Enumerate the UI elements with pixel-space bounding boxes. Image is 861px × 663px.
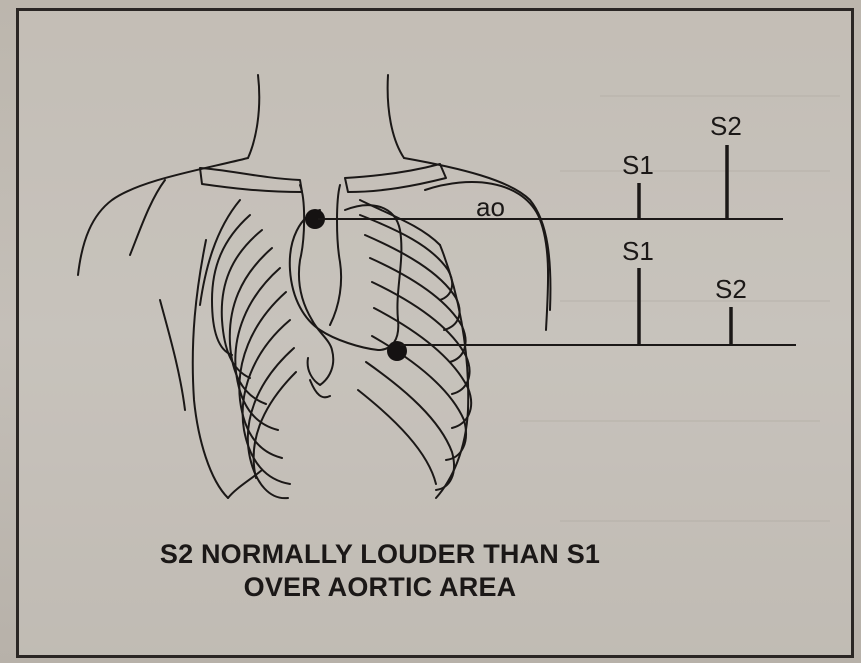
left-rib xyxy=(200,200,240,305)
heart-outline xyxy=(290,205,402,350)
right-rib xyxy=(360,215,452,300)
right-rib-cage-edge xyxy=(436,245,468,498)
left-rib-cage-edge xyxy=(193,240,228,498)
apex-s1-label: S1 xyxy=(622,236,654,267)
neck-outline xyxy=(248,75,259,158)
caption-line-1: S2 NORMALLY LOUDER THAN S1 xyxy=(60,538,700,570)
left-deltoid-line xyxy=(130,180,165,255)
left-rib xyxy=(254,372,296,478)
left-rib xyxy=(222,230,262,378)
right-rib xyxy=(372,336,466,460)
aortic-s2-label: S2 xyxy=(710,111,742,142)
left-clavicle xyxy=(200,168,302,192)
right-rib xyxy=(365,235,460,330)
left-rib-tip xyxy=(228,470,262,498)
left-shoulder-outline xyxy=(78,158,248,275)
sternum-right-edge xyxy=(330,185,341,325)
right-rib xyxy=(366,362,454,490)
aortic-s1-label: S1 xyxy=(622,150,654,181)
xiphoid xyxy=(310,380,330,397)
right-rib xyxy=(358,390,436,484)
aorta-label: ao xyxy=(476,192,505,223)
apex-s2-label: S2 xyxy=(715,274,747,305)
left-arm-crease xyxy=(160,300,185,410)
caption-line-2: OVER AORTIC AREA xyxy=(60,571,700,603)
right-rib xyxy=(370,258,466,362)
neck-outline xyxy=(388,75,404,158)
